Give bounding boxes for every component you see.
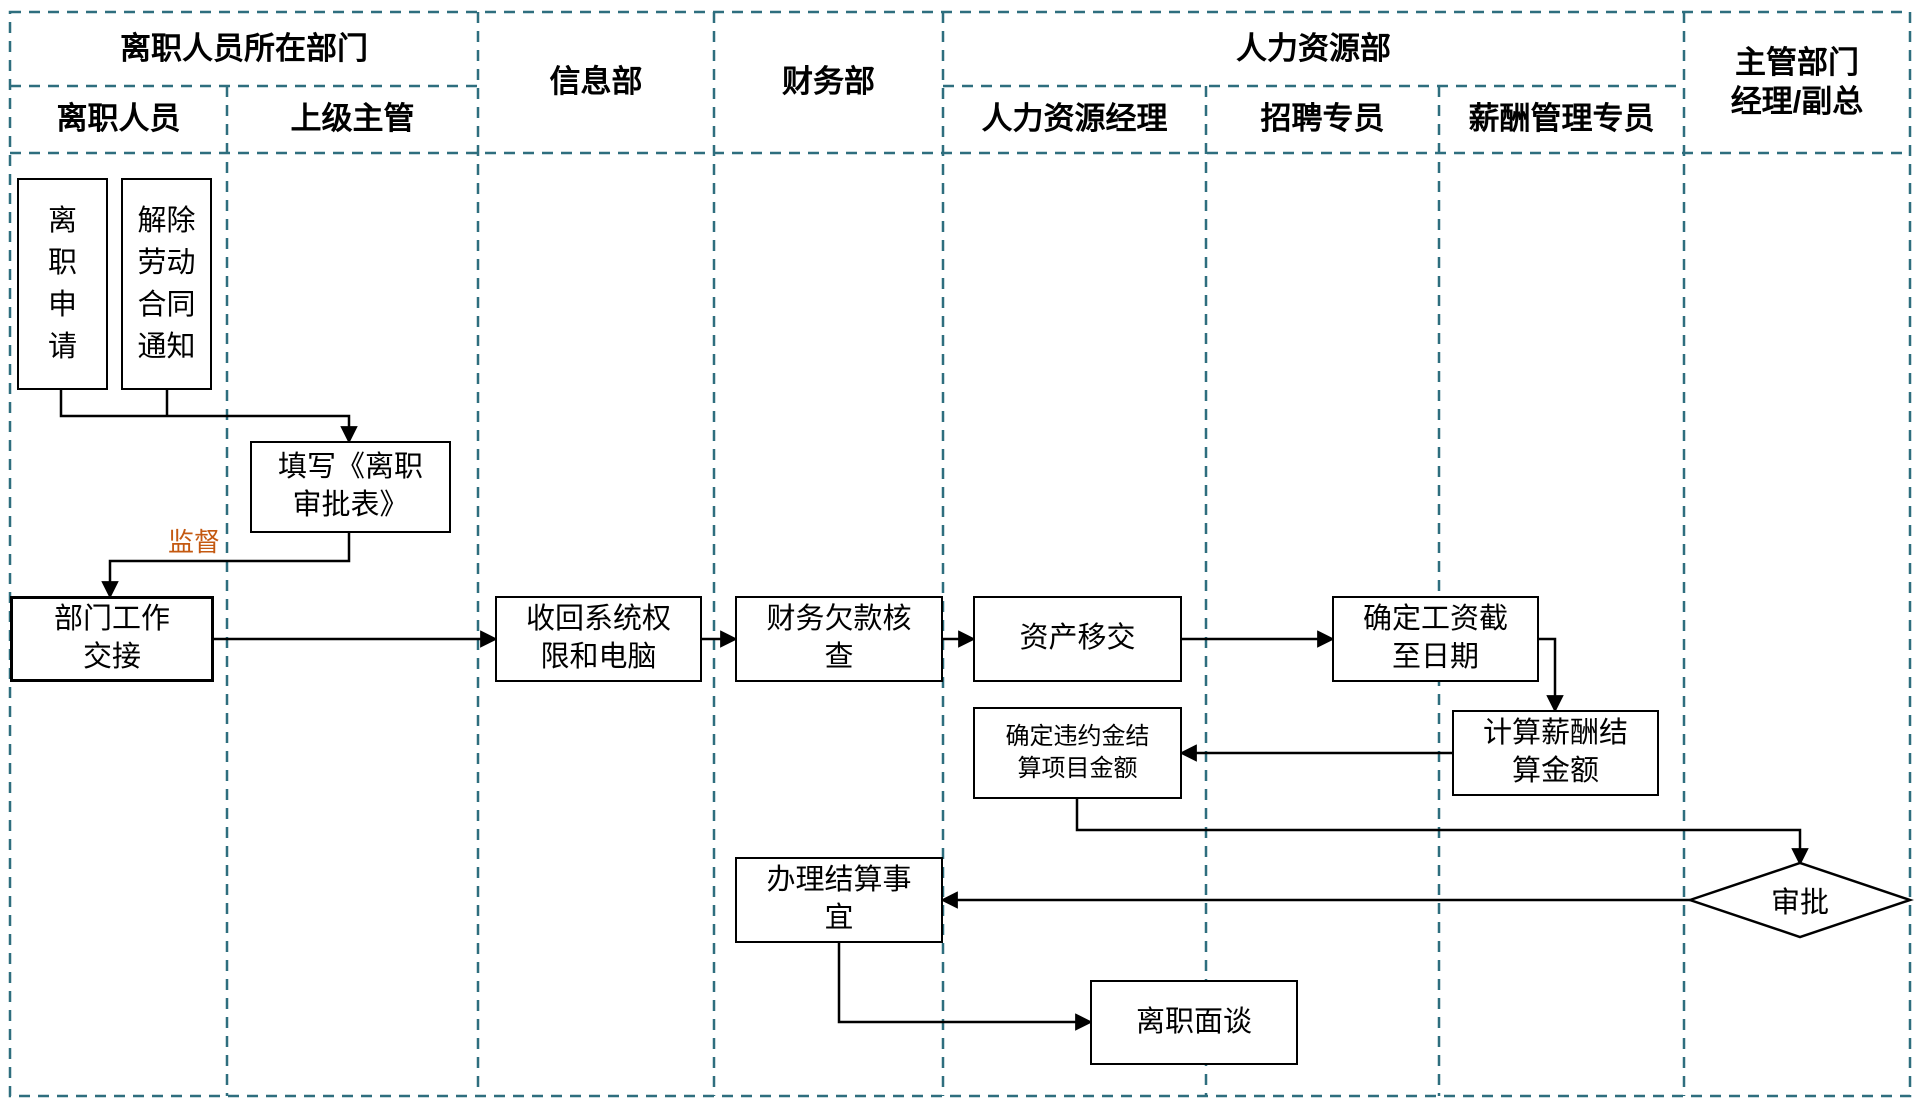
- node-approval-label: 审批: [1770, 887, 1829, 919]
- node-handover: 部门工作 交接: [10, 596, 214, 682]
- approval-decision-diamond: [1686, 861, 1914, 939]
- node-settle-matters: 办理结算事 宜: [735, 857, 943, 943]
- lane-header-comp-specialist: 薪酬管理专员: [1468, 101, 1655, 137]
- node-reclaim-access: 收回系统权 限和电脑: [495, 596, 702, 682]
- arrow-settle-to-interview: [837, 943, 1093, 1031]
- lane-header-executive: 主管部门 经理/副总: [1730, 44, 1864, 119]
- node-terminate-notice: 解除 劳动 合同 通知: [121, 178, 212, 390]
- outer-border: [8, 10, 1912, 1098]
- node-debt-check: 财务欠款核 查: [735, 596, 943, 682]
- arrow-cutoff-to-calc: [1539, 637, 1564, 713]
- node-exit-interview: 离职面谈: [1090, 980, 1298, 1065]
- arrow-form-to-handover: [101, 533, 351, 599]
- lane-header-dept-group: 离职人员所在部门: [120, 30, 368, 66]
- node-penalty-items: 确定违约金结 算项目金额: [973, 707, 1182, 799]
- node-resign-apply: 离 职 申 请: [17, 178, 108, 390]
- lane-header-hr-manager: 人力资源经理: [981, 101, 1168, 137]
- node-asset-transfer: 资产移交: [973, 596, 1182, 682]
- supervise-label: 监督: [168, 527, 221, 557]
- node-fill-form: 填写《离职 审批表》: [250, 441, 451, 533]
- arrow-apply-to-form: [59, 389, 358, 444]
- node-calc-settlement: 计算薪酬结 算金额: [1452, 710, 1659, 796]
- lane-header-recruiter: 招聘专员: [1260, 101, 1385, 137]
- lane-header-resigner: 离职人员: [56, 101, 181, 137]
- lane-header-supervisor: 上级主管: [290, 101, 415, 137]
- arrow-penalty-to-approval: [1075, 799, 1809, 866]
- lane-header-finance-dept: 财务部: [782, 64, 875, 100]
- node-salary-cutoff: 确定工资截 至日期: [1332, 596, 1539, 682]
- lane-header-hr-group: 人力资源部: [1236, 30, 1391, 66]
- lane-header-it-dept: 信息部: [549, 64, 643, 100]
